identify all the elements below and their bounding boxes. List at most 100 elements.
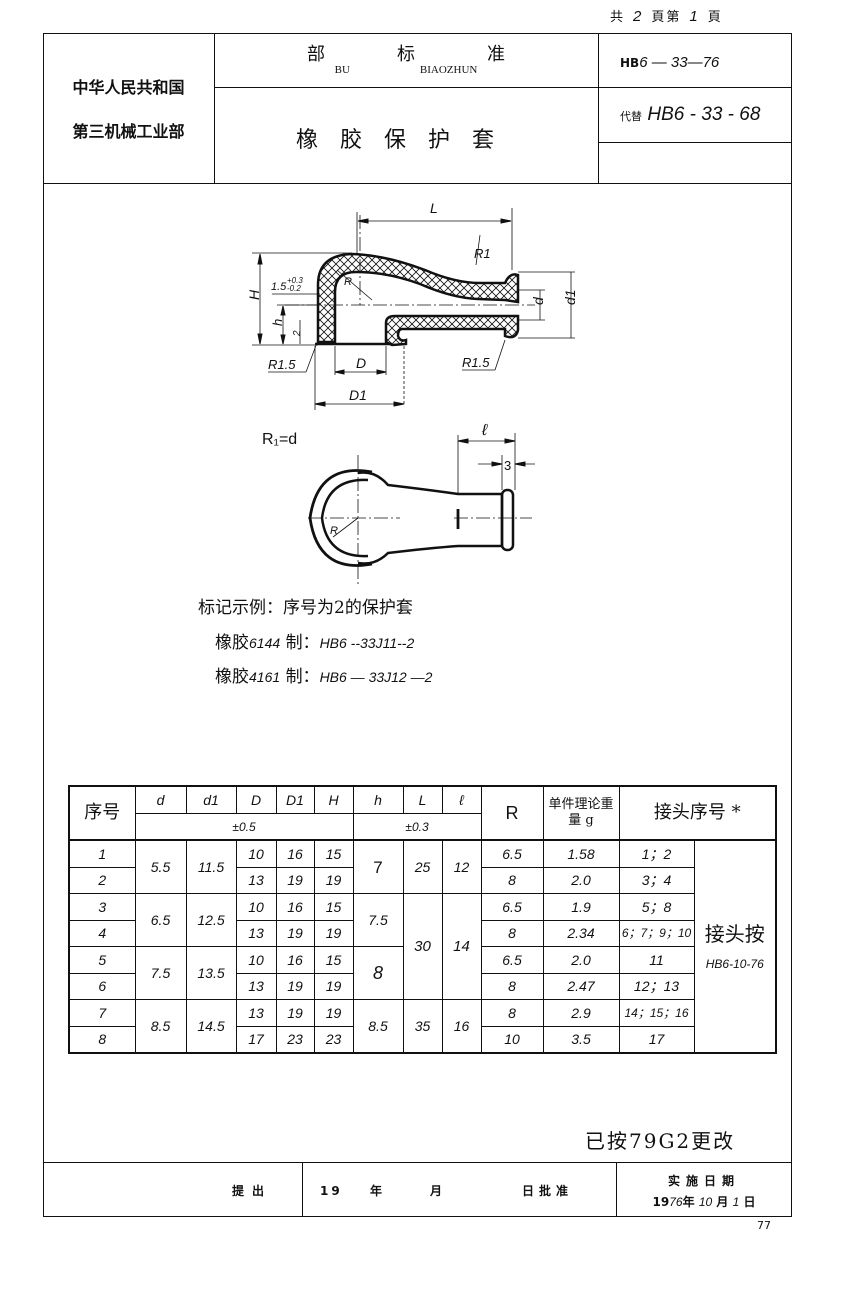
header-d: d (134, 785, 187, 814)
cell-seq: 6 (68, 972, 136, 1000)
impl-day-label: 日 (743, 1195, 756, 1209)
label-R15-right: R1.5 (462, 355, 490, 370)
formula-R1-d: R₁=d (262, 431, 297, 448)
page-current: 1 (689, 8, 700, 25)
table-row: 7 8.5 14.5 13 19 19 8.5 35 16 8 2.9 14；1… (68, 999, 776, 1054)
revision-note: 已按79G2更改 (585, 1129, 736, 1153)
cell-D: 13 (235, 999, 277, 1027)
impl-year-suffix: 76 (669, 1195, 683, 1209)
header-right-line-2 (598, 142, 792, 143)
label-L: L (430, 200, 438, 216)
material-label: 橡胶 (215, 667, 249, 687)
header-right-line-1 (598, 87, 792, 88)
impl-month-label: 月 (716, 1195, 729, 1209)
cell-joint: 11 (618, 946, 695, 974)
page-count-suffix: 頁 (707, 10, 723, 25)
label-l: ℓ (481, 422, 488, 439)
cell-weight: 2.0 (542, 866, 620, 894)
table-row: 4 13 19 19 8 2.34 6；7；9；10 (68, 919, 776, 947)
cell-joint: 14；15；16 (618, 999, 695, 1027)
cell-d: 7.5 (134, 946, 187, 1000)
cell-d1: 11.5 (185, 839, 237, 894)
cell-seq: 4 (68, 919, 136, 947)
standard-number-prefix: HB (620, 56, 640, 70)
label-d1: d1 (562, 289, 578, 305)
cell-L: 35 (402, 999, 443, 1054)
cell-seq: 1 (68, 839, 136, 868)
cell-weight: 3.5 (542, 1025, 620, 1054)
header-weight: 单件理论重量 g (542, 785, 620, 841)
header-divider-left (214, 33, 215, 183)
cell-weight: 1.9 (542, 893, 620, 921)
cell-R: 6.5 (480, 839, 544, 868)
label-D1: D1 (349, 387, 367, 403)
cell-L: 30 (402, 893, 443, 1000)
joint-note-std: HB6-10-76 (705, 956, 764, 971)
cell-h: 8.5 (352, 999, 404, 1054)
material-code: 6144 (249, 635, 281, 651)
cell-H: 19 (313, 919, 354, 947)
header-H: H (313, 785, 354, 814)
cell-weight: 1.58 (542, 839, 620, 868)
dimension-table: 序号 d d1 D D1 H h L ℓ R 单件理论重量 g 接头序号 * ±… (68, 785, 777, 1054)
ministry-line-1: 中华人民共和国 (72, 78, 185, 97)
impl-day: 1 (732, 1195, 740, 1209)
cell-joint: 3；4 (618, 866, 695, 894)
header-L: L (402, 785, 443, 814)
marking-example-line-2: 橡胶4161 制：HB6 — 33J12 —2 (215, 662, 432, 687)
replaces-standard: 代替 HB6 - 33 - 68 (620, 104, 760, 126)
cell-R: 6.5 (480, 893, 544, 921)
page-total: 2 (633, 8, 644, 25)
table-row: 6 13 19 19 8 2.47 12；13 (68, 972, 776, 1000)
approved-label: 日批准 (522, 1184, 574, 1198)
cell-weight: 2.47 (542, 972, 620, 1000)
cell-R: 10 (480, 1025, 544, 1054)
cell-joint: 17 (618, 1025, 695, 1054)
table-row: 8 17 23 23 10 3.5 17 (68, 1025, 776, 1054)
label-R1: R1 (474, 246, 491, 261)
std-en-1: BU (334, 64, 350, 76)
cell-seq: 3 (68, 893, 136, 921)
cell-seq: 2 (68, 866, 136, 894)
label-tol-upper: +0.3 (287, 276, 303, 285)
header-R: R (480, 785, 544, 841)
cell-D1: 16 (275, 946, 315, 974)
top-view (308, 433, 535, 585)
cell-D: 13 (235, 919, 277, 947)
cell-d1: 12.5 (185, 893, 237, 947)
cell-D: 10 (235, 893, 277, 921)
implementation-date-title: 实施日期 (667, 1174, 740, 1188)
section-drawing: L R1 R H h 2 1.5 +0.3 -0.2 R1.5 R1.5 D D… (246, 200, 578, 585)
cell-weight: 2.9 (542, 999, 620, 1027)
std-char-1: 部 (307, 44, 325, 65)
label-D: D (356, 355, 366, 371)
impl-month: 10 (698, 1195, 713, 1209)
cell-H: 23 (313, 1025, 354, 1054)
cell-R: 6.5 (480, 946, 544, 974)
header-h: h (352, 785, 404, 814)
label-thickness: 1.5 (271, 281, 287, 293)
cell-D1: 16 (275, 839, 315, 868)
header-bottom-line (43, 183, 792, 184)
header-l: ℓ (441, 785, 482, 814)
impl-year-label: 年 (682, 1195, 695, 1209)
joint-note: 接头按 HB6-10-76 (693, 839, 777, 1054)
made-label: 制： (285, 667, 320, 687)
std-char-3: 准 (487, 44, 505, 65)
page-number: 77 (757, 1219, 771, 1232)
cell-joint: 12；13 (618, 972, 695, 1000)
table-header-row: 序号 d d1 D D1 H h L ℓ R 单件理论重量 g 接头序号 * (68, 785, 777, 841)
cell-l: 12 (441, 839, 482, 894)
cell-D: 10 (235, 946, 277, 974)
document-title: 橡胶保护套 (295, 128, 516, 153)
replaces-number: HB6 - 33 - 68 (647, 104, 761, 125)
material-label: 橡胶 (215, 633, 249, 653)
page-count-mid: 頁第 (651, 10, 682, 25)
cell-d: 5.5 (134, 839, 187, 894)
std-char-2: 标 (397, 44, 415, 65)
cell-H: 15 (313, 893, 354, 921)
footer-top-line (43, 1162, 792, 1163)
